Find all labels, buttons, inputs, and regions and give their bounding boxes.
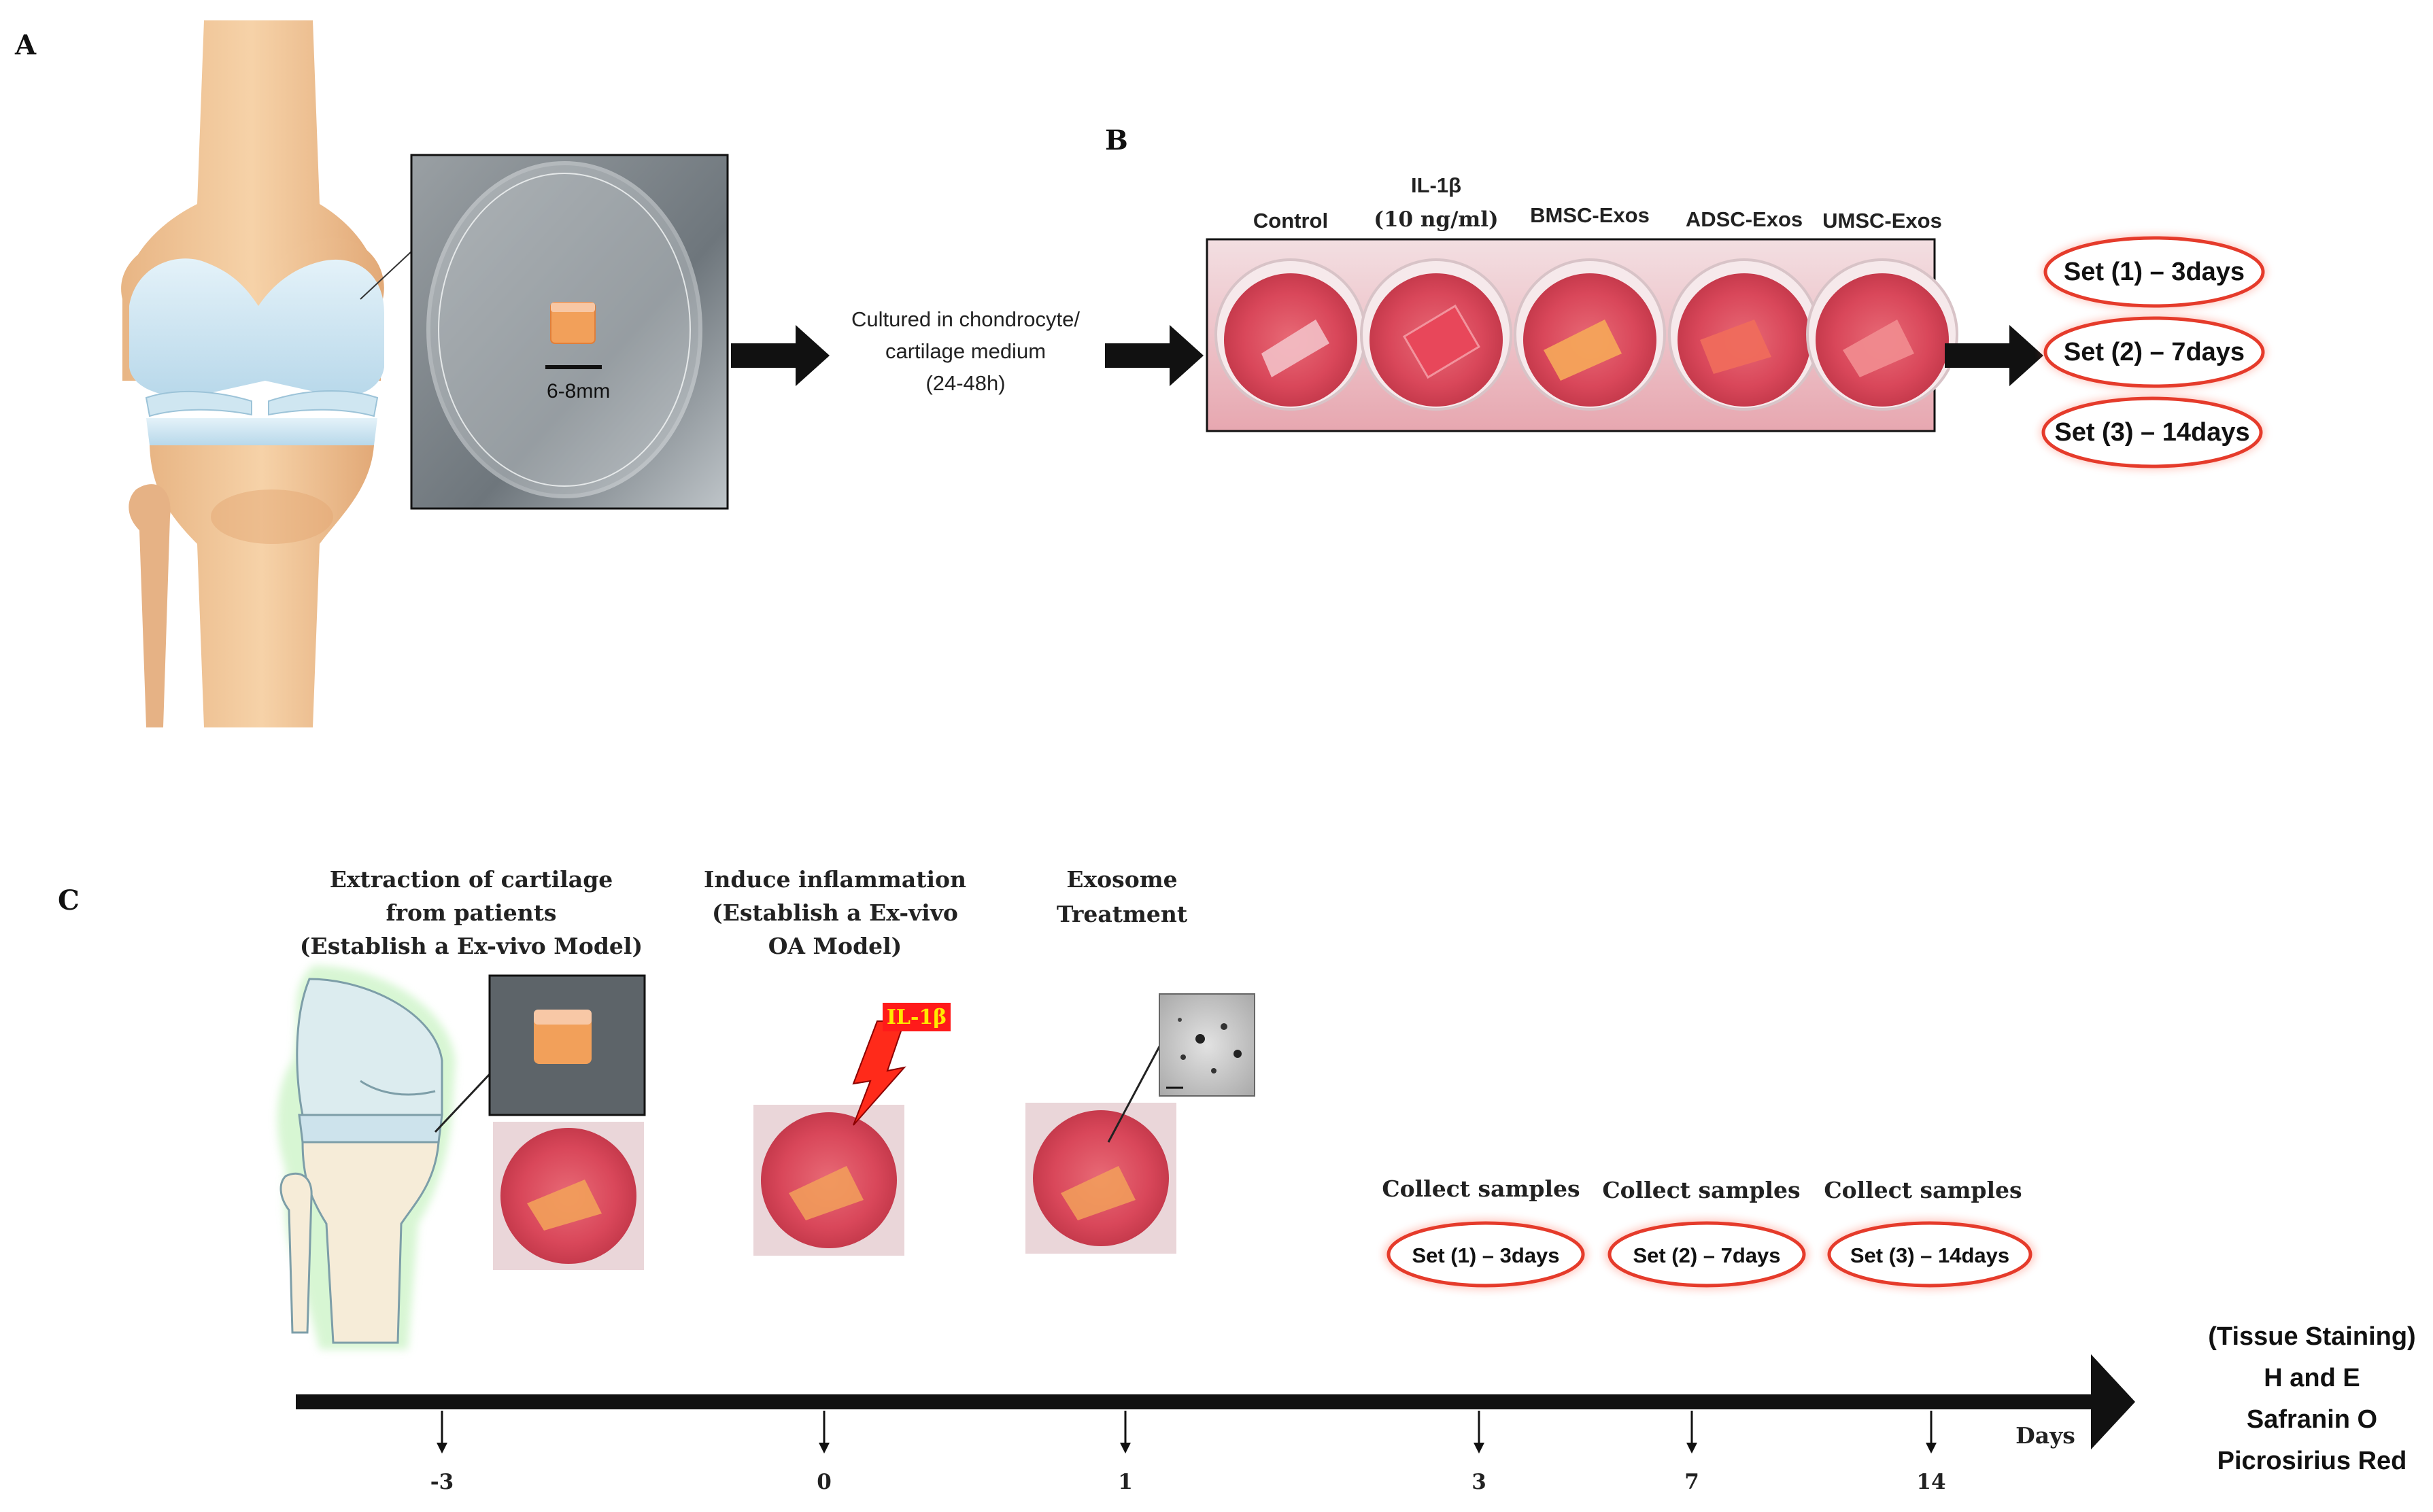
panel-label-a: A: [14, 29, 37, 61]
set-badge-b-2: Set (2) – 7days: [2042, 315, 2266, 390]
svg-text:Set (2) – 7days: Set (2) – 7days: [2064, 338, 2245, 366]
set-badge-c-3: Set (3) – 14days: [1824, 1219, 2035, 1290]
group-label-il1b: IL-1β: [1411, 173, 1461, 197]
well-il1b: [1360, 258, 1512, 411]
timeline-tick-arrowhead: [819, 1443, 830, 1454]
well-bmsc: [1514, 258, 1666, 411]
svg-text:cartilage medium: cartilage medium: [885, 339, 1046, 363]
timeline-tick-label: 0: [817, 1470, 832, 1494]
svg-text:Extraction of cartilage: Extraction of cartilage: [330, 866, 613, 893]
svg-text:Induce inflammation: Induce inflammation: [704, 866, 966, 893]
leader-line-exosome: [1107, 1040, 1164, 1143]
well-adsc: [1668, 258, 1820, 411]
process-arrow-3: [1945, 325, 2043, 386]
leader-line-a: [360, 251, 412, 300]
lightning-icon: [852, 1020, 906, 1126]
timeline-tick-label: -3: [430, 1470, 454, 1494]
step-inflammation-title: Induce inflammation (Establish a Ex-vivo…: [704, 866, 966, 959]
well-photo-c3: [1025, 1103, 1176, 1254]
svg-text:Set (1) – 3days: Set (1) – 3days: [2064, 258, 2245, 286]
step-treatment-title: Exosome Treatment: [1057, 866, 1188, 927]
panel-label-b: B: [1105, 124, 1128, 156]
set-badge-c-2: Set (2) – 7days: [1605, 1219, 1809, 1290]
cartilage-photo-c: [488, 974, 646, 1116]
il1b-tag: IL-1β: [883, 1003, 951, 1031]
staining-safranin: Safranin O: [2247, 1405, 2377, 1434]
set-badge-b-3: Set (3) – 14days: [2040, 395, 2264, 470]
exosome-micrograph: [1159, 993, 1255, 1097]
timeline-tick-label: 3: [1471, 1470, 1486, 1494]
well-control: [1214, 258, 1367, 411]
collect-label-2: Collect samples: [1602, 1177, 1800, 1203]
well-plate-photo: [1206, 238, 1958, 432]
svg-text:Set (3) – 14days: Set (3) – 14days: [1850, 1243, 2009, 1267]
timeline: -3 0 1 3 7 14 Days: [296, 1354, 2135, 1494]
collect-label-3: Collect samples: [1824, 1177, 2022, 1203]
process-arrow-1: [731, 325, 830, 386]
timeline-arrowhead: [2091, 1354, 2135, 1449]
well-umsc: [1806, 258, 1958, 411]
set-badge-b-1: Set (1) – 3days: [2042, 235, 2266, 309]
timeline-bar: [296, 1394, 2098, 1409]
timeline-tick-arrowhead: [1926, 1443, 1937, 1454]
set-badge-c-1: Set (1) – 3days: [1384, 1219, 1588, 1290]
svg-text:(Establish a Ex-vivo Model): (Establish a Ex-vivo Model): [300, 933, 643, 959]
culture-text: Cultured in chondrocyte/ cartilage mediu…: [851, 307, 1080, 395]
well-photo-c2: [753, 1105, 904, 1256]
collect-label-1: Collect samples: [1382, 1175, 1580, 1202]
staining-title: (Tissue Staining): [2208, 1322, 2415, 1351]
group-label-il1b-dose: (10 ng/ml): [1374, 207, 1498, 232]
svg-text:Cultured in chondrocyte/: Cultured in chondrocyte/: [851, 307, 1080, 331]
timeline-unit: Days: [2015, 1422, 2075, 1449]
knee-illustration: [121, 20, 384, 727]
svg-text:IL-1β: IL-1β: [887, 1006, 947, 1029]
staining-he: H and E: [2264, 1364, 2360, 1392]
group-label-control: Control: [1253, 209, 1328, 233]
group-label-adsc: ADSC-Exos: [1686, 207, 1803, 231]
well-photo-c1: [493, 1122, 644, 1270]
timeline-tick-label: 7: [1684, 1470, 1699, 1494]
cartilage-dish-photo: [410, 154, 729, 510]
step-extraction-title: Extraction of cartilage from patients (E…: [300, 866, 643, 959]
timeline-tick-arrowhead: [1474, 1443, 1484, 1454]
timeline-tick-arrowhead: [437, 1443, 447, 1454]
svg-text:(Establish a Ex-vivo: (Establish a Ex-vivo: [712, 899, 958, 926]
svg-text:OA Model): OA Model): [768, 933, 902, 959]
svg-text:Exosome: Exosome: [1066, 866, 1177, 893]
group-label-bmsc: BMSC-Exos: [1530, 203, 1650, 227]
timeline-tick-arrowhead: [1686, 1443, 1697, 1454]
timeline-tick-label: 14: [1916, 1470, 1945, 1494]
knee-illustration-c: [277, 965, 456, 1350]
panel-label-c: C: [58, 884, 80, 916]
svg-text:from patients: from patients: [386, 899, 556, 926]
svg-text:Set (2) – 7days: Set (2) – 7days: [1633, 1243, 1780, 1267]
scale-bar-label: 6-8mm: [547, 380, 610, 402]
staining-list: (Tissue Staining) H and E Safranin O Pic…: [2208, 1322, 2415, 1475]
group-label-umsc: UMSC-Exos: [1822, 209, 1942, 233]
svg-text:Treatment: Treatment: [1057, 901, 1188, 927]
leader-line-c: [434, 1073, 491, 1133]
svg-text:(24-48h): (24-48h): [925, 371, 1005, 395]
timeline-tick-arrowhead: [1120, 1443, 1131, 1454]
process-arrow-2: [1105, 325, 1204, 386]
svg-text:Set (1) – 3days: Set (1) – 3days: [1412, 1243, 1559, 1267]
staining-picrosirius: Picrosirius Red: [2217, 1447, 2407, 1475]
svg-text:Set (3) – 14days: Set (3) – 14days: [2054, 418, 2249, 447]
timeline-tick-label: 1: [1118, 1470, 1133, 1494]
